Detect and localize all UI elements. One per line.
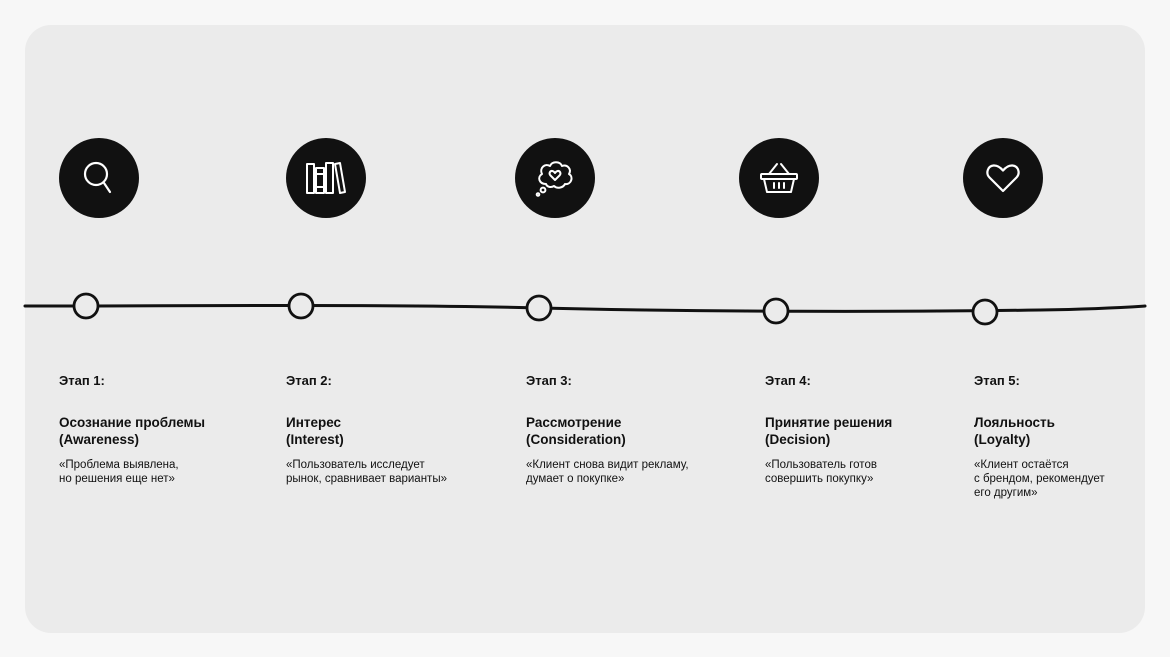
stage-title-en: (Interest) [286, 432, 344, 447]
stage-label: Этап 2: [286, 373, 332, 388]
stage-title-en: (Loyalty) [974, 432, 1031, 447]
stage-title: Рассмотрение (Consideration) [526, 414, 689, 448]
magnifier-icon [59, 138, 139, 218]
stage-quote: «Клиент снова видит рекламу, думает о по… [526, 459, 689, 485]
stage-label: Этап 4: [765, 373, 811, 388]
stage-title-ru: Принятие решения [765, 415, 893, 430]
stage-title-ru: Осознание проблемы [59, 415, 206, 430]
stage-title: Интерес (Interest) [286, 414, 447, 448]
books-icon [286, 138, 366, 218]
stage-quote: «Пользователь готов совершить покупку» [765, 459, 877, 485]
heart-icon [963, 138, 1043, 218]
stage-4: Этап 4: Принятие решения (Decision) «Пол… [765, 373, 892, 486]
stage-1: Этап 1: Осознание проблемы (Awareness) «… [59, 373, 205, 486]
stage-5: Этап 5: Лояльность (Loyalty) «Клиент ост… [974, 373, 1105, 500]
stage-title-en: (Awareness) [59, 432, 140, 447]
basket-icon [739, 138, 819, 218]
stage-3: Этап 3: Рассмотрение (Consideration) «Кл… [526, 373, 689, 486]
stage-quote: «Пользователь исследует рынок, сравнивае… [286, 459, 447, 485]
thought-heart-icon [515, 138, 595, 218]
stage-quote: «Клиент остаётся с брендом, рекомендует … [974, 459, 1105, 499]
diagram-panel [25, 25, 1145, 633]
stage-title: Принятие решения (Decision) [765, 414, 892, 448]
stage-label: Этап 3: [526, 373, 572, 388]
stage-quote: «Проблема выявлена, но решения еще нет» [59, 459, 179, 485]
stage-title-en: (Consideration) [526, 432, 626, 447]
stage-title-ru: Рассмотрение [526, 415, 622, 430]
stage-title: Осознание проблемы (Awareness) [59, 414, 205, 448]
stage-title-ru: Интерес [286, 415, 342, 430]
stage-label: Этап 5: [974, 373, 1020, 388]
stage-2: Этап 2: Интерес (Interest) «Пользователь… [286, 373, 447, 486]
stage-label: Этап 1: [59, 373, 105, 388]
stage-title-en: (Decision) [765, 432, 831, 447]
stage-title: Лояльность (Loyalty) [974, 414, 1105, 448]
stage-title-ru: Лояльность [974, 415, 1055, 430]
